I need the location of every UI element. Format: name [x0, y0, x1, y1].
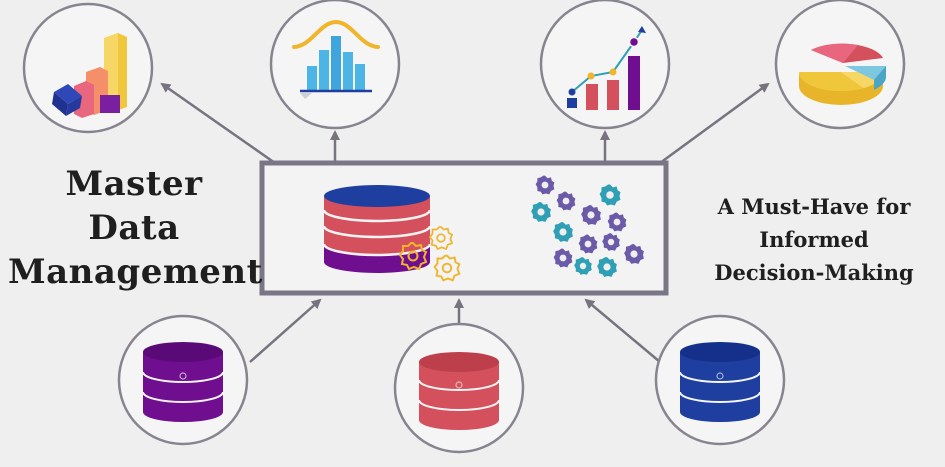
- hub: [259, 160, 669, 296]
- pie-chart-3d-icon: [798, 43, 887, 105]
- input-arrows: [249, 298, 661, 363]
- tagline-line-1: A Must-Have for: [717, 194, 911, 219]
- output-node-pie-chart: [774, 0, 906, 130]
- tagline: A Must-Have for Informed Decision-Making: [690, 190, 938, 289]
- input-node-purple-db: [117, 314, 249, 446]
- input-node-blue-db: [654, 314, 786, 446]
- tagline-line-2: Informed: [759, 227, 869, 252]
- arrow-to-pie-chart: [659, 82, 770, 165]
- bar-chart-3d-icon: [52, 33, 127, 118]
- arrow-from-purple-db: [249, 298, 322, 363]
- output-node-histogram: [269, 0, 401, 130]
- diagram-title: Master Data Management: [8, 162, 263, 294]
- arrow-from-blue-db: [584, 298, 661, 363]
- database-stack-icon: [322, 185, 432, 273]
- arrow-to-bar-chart: [160, 82, 276, 165]
- growth-chart-icon: [567, 26, 646, 110]
- blue-database-icon: [679, 342, 761, 422]
- red-database-icon: [418, 352, 500, 430]
- output-node-bar-chart: [22, 2, 154, 134]
- title-line-1: Master: [65, 164, 203, 204]
- bell-curve-histogram-icon: [292, 19, 380, 99]
- output-arrows: [160, 82, 770, 165]
- input-node-red-db: [393, 322, 525, 454]
- hub-frame: [259, 160, 669, 296]
- purple-database-icon: [142, 342, 224, 422]
- title-line-3: Management: [8, 252, 263, 292]
- tagline-line-3: Decision-Making: [714, 260, 914, 285]
- output-node-growth-chart: [539, 0, 671, 130]
- title-line-2: Data: [88, 208, 180, 248]
